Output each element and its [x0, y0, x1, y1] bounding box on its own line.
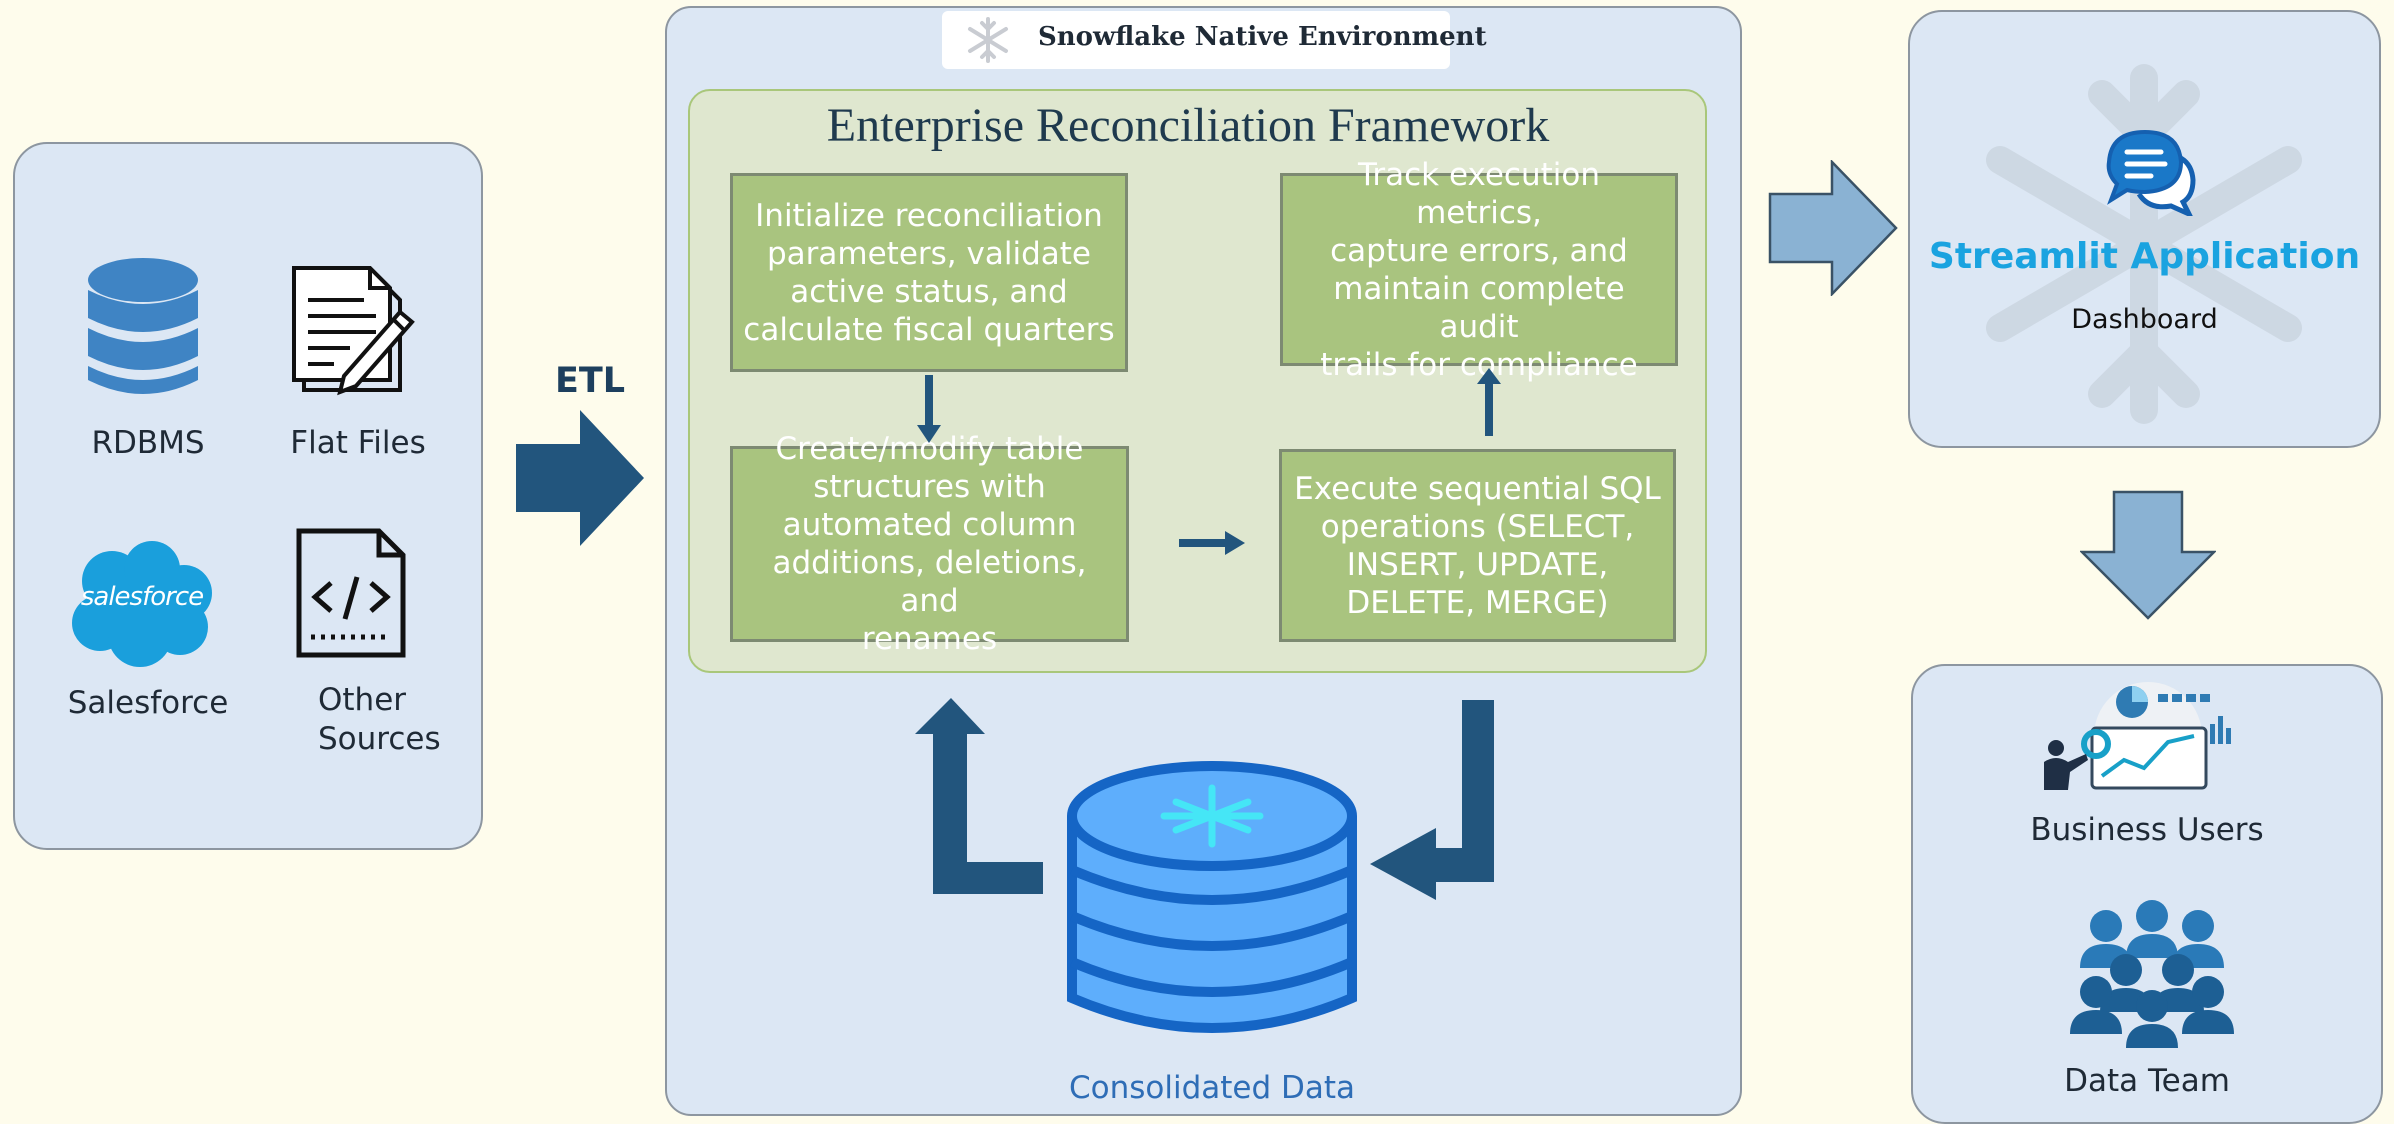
arrow-right-icon [1179, 531, 1245, 555]
etl-arrow-icon [516, 410, 644, 546]
sources-panel [13, 142, 483, 850]
source-label-salesforce: Salesforce [67, 685, 229, 721]
source-label-other-line2: Sources [318, 721, 441, 757]
streamlit-title: Streamlit Application [1928, 236, 2361, 277]
environment-title: Snowflake Native Environment [1038, 22, 1487, 52]
chat-bubbles-icon [2106, 129, 2196, 216]
salesforce-cloud-icon [72, 541, 212, 667]
source-label-other-line1: Other [318, 682, 407, 718]
salesforce-logo-text: salesforce [80, 582, 204, 612]
database-icon [88, 258, 198, 394]
to-consumers-arrow-icon [2080, 490, 2216, 620]
streamlit-subtitle: Dashboard [2071, 304, 2218, 335]
snowflake-database-icon [1067, 761, 1357, 1033]
environment-title-box [942, 11, 1450, 69]
database-to-framework-arrow-icon [915, 698, 1043, 894]
framework-to-database-arrow-icon [1370, 700, 1494, 900]
code-file-icon [296, 528, 406, 658]
data-team-label: Data Team [2064, 1063, 2230, 1099]
etl-label: ETL [555, 361, 626, 401]
source-label-flat-files: Flat Files [290, 425, 426, 461]
business-users-label: Business Users [2030, 812, 2264, 848]
step-track-metrics: Track execution metrics,capture errors, … [1280, 157, 1678, 383]
framework-title: Enterprise Reconciliation Framework [826, 99, 1550, 152]
analytics-presenter-icon [2044, 682, 2231, 790]
snowflake-icon [968, 17, 1008, 63]
arrow-down-icon [917, 375, 941, 443]
team-people-icon [2070, 900, 2234, 1048]
source-label-rdbms: RDBMS [91, 425, 205, 461]
database-label: Consolidated Data [1068, 1070, 1356, 1106]
document-pen-icon [292, 266, 415, 396]
arrow-up-icon [1477, 368, 1501, 436]
to-streamlit-arrow-icon [1768, 160, 1898, 296]
